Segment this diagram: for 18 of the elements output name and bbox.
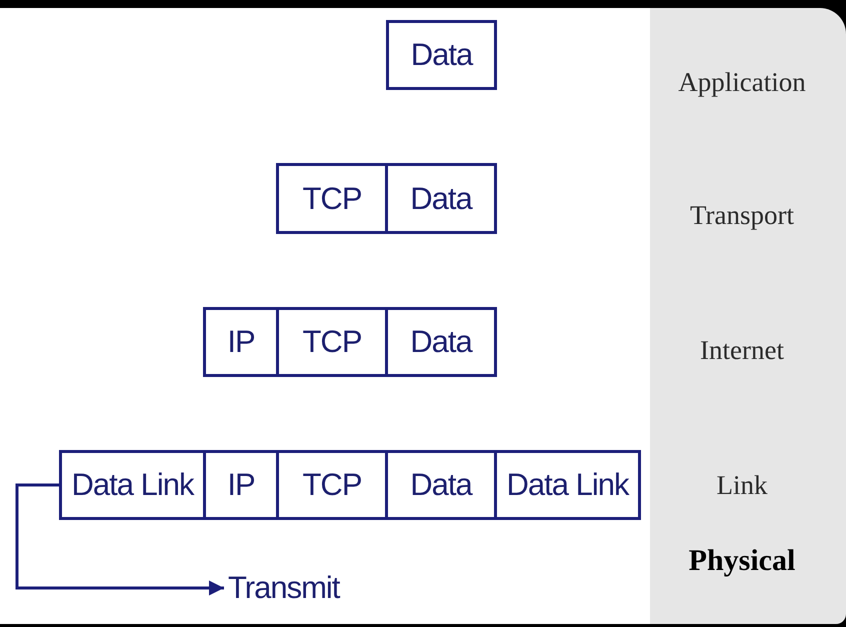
header-field: Data xyxy=(385,307,497,377)
header-field: TCP xyxy=(276,307,388,377)
header-field: TCP xyxy=(276,450,388,520)
output-label: Transmit xyxy=(228,570,340,606)
header-field: IP xyxy=(203,307,279,377)
layer-label: Application xyxy=(678,66,806,98)
layer-label: Internet xyxy=(700,334,784,366)
layer-label: Transport xyxy=(690,199,794,231)
header-field: TCP xyxy=(276,163,388,234)
layer-label: Link xyxy=(716,469,768,501)
header-field: Data xyxy=(386,20,497,90)
header-field: Data xyxy=(385,163,497,234)
header-field: Data xyxy=(385,450,497,520)
header-field: Data Link xyxy=(59,450,206,520)
arrow xyxy=(16,484,224,596)
header-field: IP xyxy=(203,450,279,520)
header-field: Data Link xyxy=(494,450,641,520)
layer-label: Physical xyxy=(688,545,796,577)
